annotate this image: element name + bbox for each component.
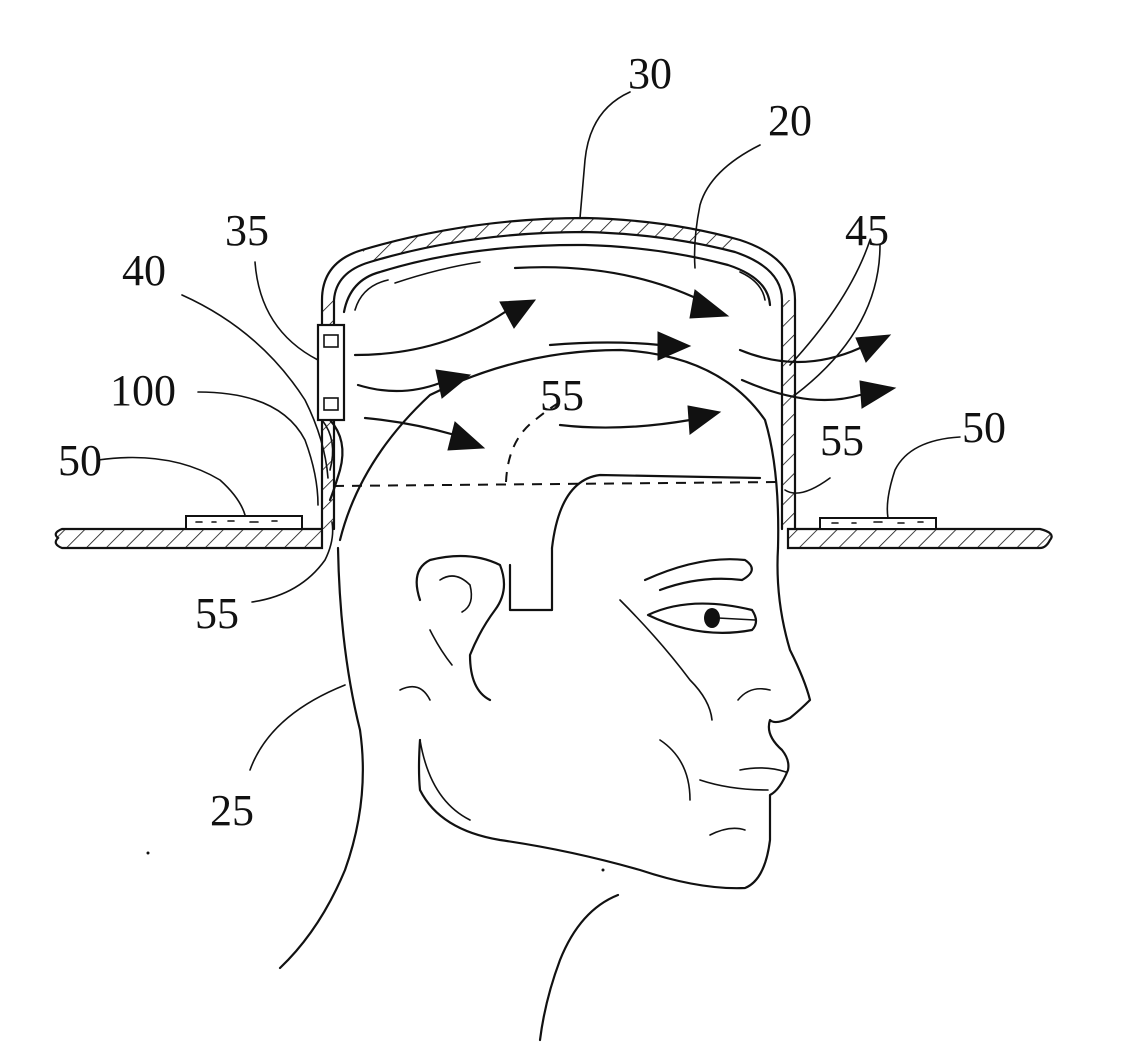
inner-seal-dashed [333, 401, 781, 487]
arrowhead-icon [689, 289, 730, 319]
label-50-right: 50 [962, 403, 1006, 452]
connector-35 [316, 323, 346, 422]
arrowhead-icon [435, 369, 472, 399]
label-55-center: 55 [540, 371, 584, 420]
arrowhead-icon [447, 421, 486, 451]
arrowhead-icon [859, 380, 897, 409]
hose-40 [321, 418, 344, 502]
airflow-arrows [353, 266, 897, 451]
arrowhead-icon [687, 405, 722, 435]
brim-pad-left [185, 515, 303, 530]
label-25: 25 [210, 786, 254, 835]
arrowhead-icon [499, 299, 537, 329]
arrowhead-icon [657, 331, 692, 361]
reference-labels: 30 20 35 40 100 45 50 50 55 55 55 25 [58, 49, 1006, 835]
label-30: 30 [628, 49, 672, 98]
label-55-right: 55 [820, 416, 864, 465]
brim-pad-right [819, 517, 937, 530]
label-50-left: 50 [58, 436, 102, 485]
hat-brim [54, 527, 1053, 550]
head-outline [278, 348, 812, 1042]
label-35: 35 [225, 206, 269, 255]
label-40: 40 [122, 246, 166, 295]
label-55-left: 55 [195, 589, 239, 638]
arrowhead-icon [855, 334, 892, 363]
label-100: 100 [110, 366, 176, 415]
leader-lines [97, 91, 961, 771]
label-45: 45 [845, 206, 889, 255]
label-20: 20 [768, 96, 812, 145]
